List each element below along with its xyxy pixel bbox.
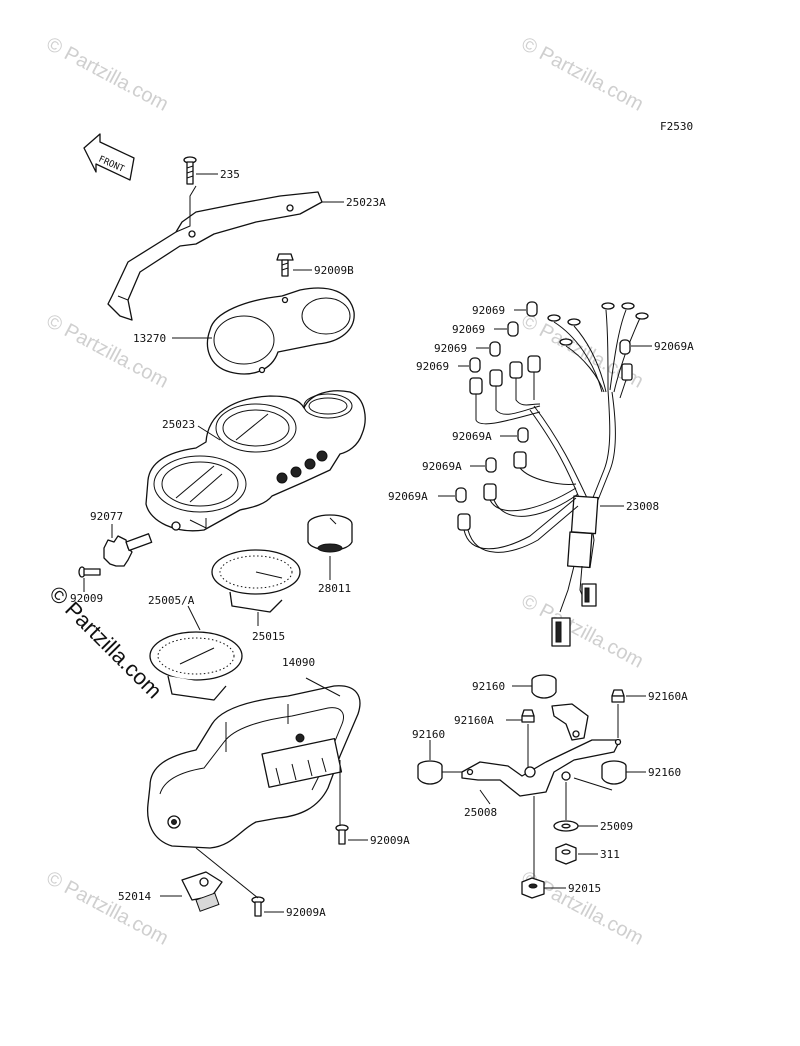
dial-25005A	[149, 631, 243, 701]
watermark-group: © Partzilla.com © Partzilla.com © Partzi…	[43, 33, 647, 950]
leader-25005A	[187, 605, 201, 631]
leader-14090	[305, 677, 341, 697]
grommet-92160-left	[417, 760, 443, 785]
label-92015: 92015	[568, 882, 601, 895]
label-92009A-upper: 92009A	[370, 834, 410, 847]
meter-lower-housing-14090	[146, 685, 361, 849]
bracket-25023A	[107, 185, 323, 321]
collar-92160A-center	[521, 709, 535, 723]
nut-311	[555, 843, 577, 865]
label-92069A-2: 92069A	[452, 430, 492, 443]
label-25023A: 25023A	[346, 196, 386, 209]
dial-25015	[211, 549, 301, 613]
label-311: 311	[600, 848, 620, 861]
screw-92009A-lower	[251, 896, 265, 917]
label-25008: 25008	[464, 806, 497, 819]
label-235: 235	[220, 168, 240, 181]
watermark-text: © Partzilla.com	[518, 33, 647, 116]
label-13270: 13270	[133, 332, 166, 345]
meter-upper-housing-25023	[145, 390, 366, 532]
screw-92009A-upper	[335, 824, 349, 845]
leader-25023	[197, 425, 221, 441]
label-23008: 23008	[626, 500, 659, 513]
collar-92160A-right	[611, 689, 625, 703]
label-92069A-1: 92069A	[654, 340, 694, 353]
label-92160-top: 92160	[472, 680, 505, 693]
wiring-harness-23008	[457, 302, 649, 647]
label-92069A-3: 92069A	[422, 460, 462, 473]
leader-25008	[479, 789, 491, 805]
label-92160A-center: 92160A	[454, 714, 494, 727]
grommet-92160-right	[601, 760, 627, 785]
label-14090: 14090	[282, 656, 315, 669]
label-92160-right: 92160	[648, 766, 681, 779]
label-25015: 25015	[252, 630, 285, 643]
leader-92160-right-link	[573, 777, 613, 791]
washer-25009	[553, 820, 579, 832]
label-52014: 52014	[118, 890, 151, 903]
label-25023: 25023	[162, 418, 195, 431]
label-92069A-4: 92069A	[388, 490, 428, 503]
label-92069-4: 92069	[416, 360, 449, 373]
label-92069-1: 92069	[472, 304, 505, 317]
screw-92009	[78, 566, 101, 578]
indicator-unit-28011	[307, 514, 353, 553]
watermark-text: © Partzilla.com	[43, 310, 172, 393]
gear-92077	[103, 533, 153, 567]
screw-92009B	[276, 253, 294, 277]
label-92069-3: 92069	[434, 342, 467, 355]
label-28011: 28011	[318, 582, 351, 595]
leader-92009A-lower-shaft	[195, 847, 259, 899]
label-92009A-lower: 92009A	[286, 906, 326, 919]
sensor-52014	[181, 871, 223, 912]
label-92009: 92009	[70, 592, 103, 605]
label-92160-left: 92160	[412, 728, 445, 741]
watermark-text: © Partzilla.com	[43, 867, 172, 950]
label-92009B: 92009B	[314, 264, 354, 277]
label-92069-2: 92069	[452, 323, 485, 336]
gasket-13270	[206, 287, 355, 375]
label-25005A: 25005/A	[148, 594, 195, 607]
grommet-92160-top	[531, 674, 557, 699]
figure-code: F2530	[660, 120, 693, 133]
screw-235	[183, 156, 197, 185]
nut-92015	[521, 877, 545, 899]
meter-bracket-25008	[461, 703, 622, 797]
label-25009: 25009	[600, 820, 633, 833]
label-92160A-right: 92160A	[648, 690, 688, 703]
front-arrow-icon: FRONT	[83, 133, 135, 181]
label-92077: 92077	[90, 510, 123, 523]
watermark-text: © Partzilla.com	[43, 33, 172, 116]
bulb-sockets	[455, 301, 631, 503]
